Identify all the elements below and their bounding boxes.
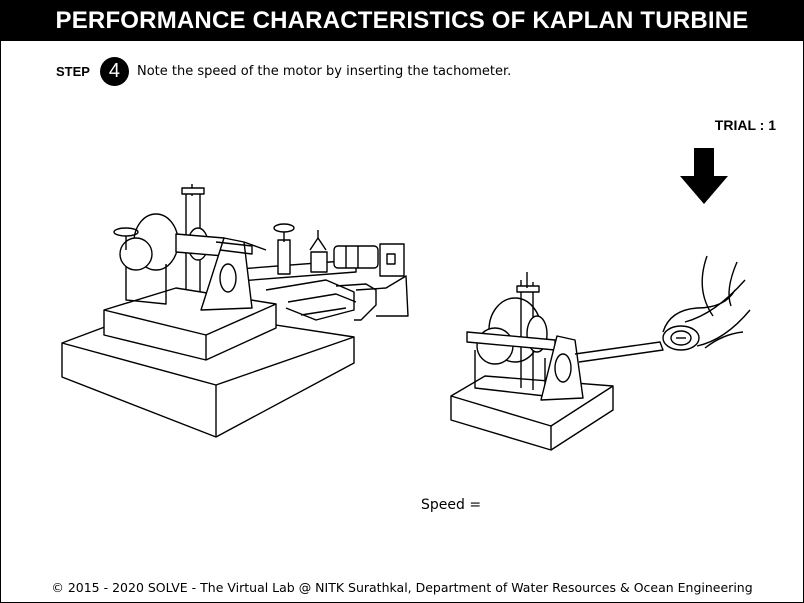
step-text: Note the speed of the motor by inserting… bbox=[136, 63, 512, 79]
footer-copyright: © 2015 - 2020 SOLVE - The Virtual Lab @ … bbox=[51, 580, 753, 595]
trial-label: TRIAL : 1 bbox=[714, 117, 776, 133]
down-arrow-icon bbox=[680, 148, 728, 204]
page-title: PERFORMANCE CHARACTERISTICS OF KAPLAN TU… bbox=[1, 1, 803, 41]
step-label: STEP bbox=[56, 63, 90, 79]
speed-readout: Speed = bbox=[421, 497, 485, 513]
test-rig-illustration bbox=[61, 184, 409, 438]
speed-label: Speed = bbox=[421, 497, 482, 513]
tachometer-closeup-illustration bbox=[450, 255, 751, 451]
step-instruction: STEP 4 Note the speed of the motor by in… bbox=[56, 56, 511, 86]
step-number-badge: 4 bbox=[99, 56, 129, 86]
